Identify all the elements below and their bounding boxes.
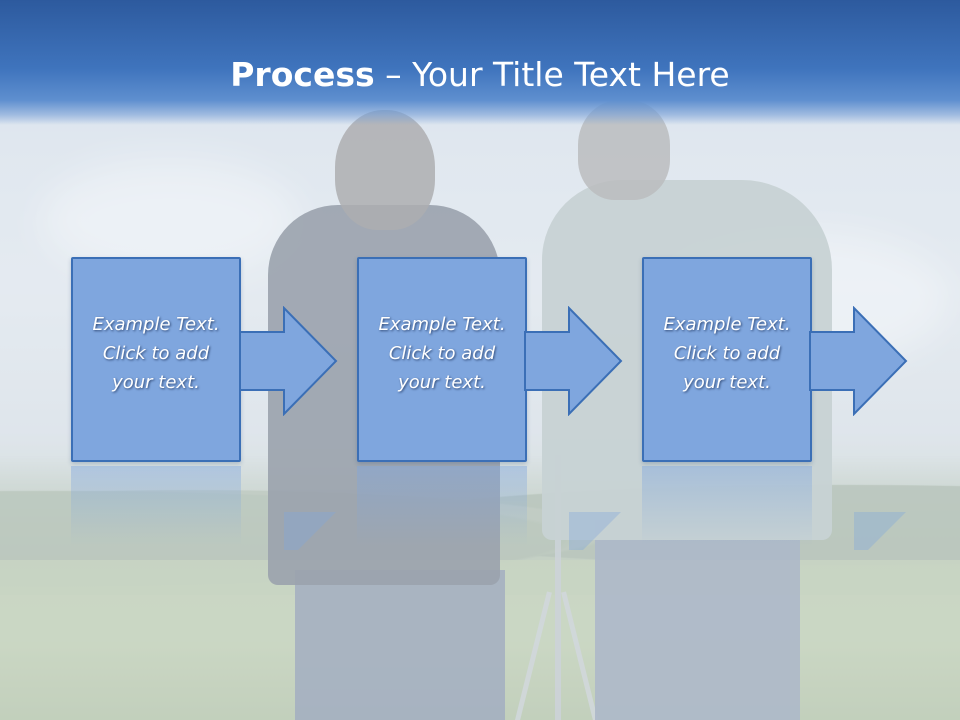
step-box[interactable] bbox=[642, 257, 812, 462]
process-step-2[interactable]: Example Text. Click to add your text. bbox=[357, 257, 529, 546]
arrow-right-icon bbox=[239, 306, 338, 416]
step-text-line: Example Text. bbox=[378, 314, 506, 335]
step-text-line: Click to add bbox=[673, 343, 781, 364]
step-reflection bbox=[642, 466, 812, 546]
arrow-reflection bbox=[284, 512, 336, 550]
tripod bbox=[555, 455, 561, 720]
person-left-head bbox=[335, 110, 435, 230]
process-step-1[interactable]: Example Text. Click to add your text. bbox=[71, 257, 243, 546]
step-text-line: your text. bbox=[398, 372, 486, 393]
step-text[interactable]: Example Text. Click to add your text. bbox=[642, 310, 812, 397]
step-reflection bbox=[71, 466, 241, 546]
step-text-line: your text. bbox=[683, 372, 771, 393]
arrow-right-icon bbox=[809, 306, 908, 416]
arrow-right-icon bbox=[524, 306, 623, 416]
step-text[interactable]: Example Text. Click to add your text. bbox=[71, 310, 241, 397]
step-box[interactable] bbox=[357, 257, 527, 462]
title-bar bbox=[0, 0, 960, 125]
step-text-line: Example Text. bbox=[663, 314, 791, 335]
step-text-line: Example Text. bbox=[92, 314, 220, 335]
arrow-reflection bbox=[569, 512, 621, 550]
process-step-3[interactable]: Example Text. Click to add your text. bbox=[642, 257, 814, 546]
step-box[interactable] bbox=[71, 257, 241, 462]
person-right-jeans bbox=[595, 520, 800, 720]
step-text-line: Click to add bbox=[388, 343, 496, 364]
title-rest: – Your Title Text Here bbox=[374, 55, 730, 94]
arrow-reflection bbox=[854, 512, 906, 550]
person-left-jeans bbox=[295, 570, 505, 720]
step-text-line: your text. bbox=[112, 372, 200, 393]
step-reflection bbox=[357, 466, 527, 546]
step-text[interactable]: Example Text. Click to add your text. bbox=[357, 310, 527, 397]
step-text-line: Click to add bbox=[102, 343, 210, 364]
slide-title[interactable]: Process – Your Title Text Here bbox=[0, 52, 960, 98]
title-bold: Process bbox=[230, 55, 375, 94]
